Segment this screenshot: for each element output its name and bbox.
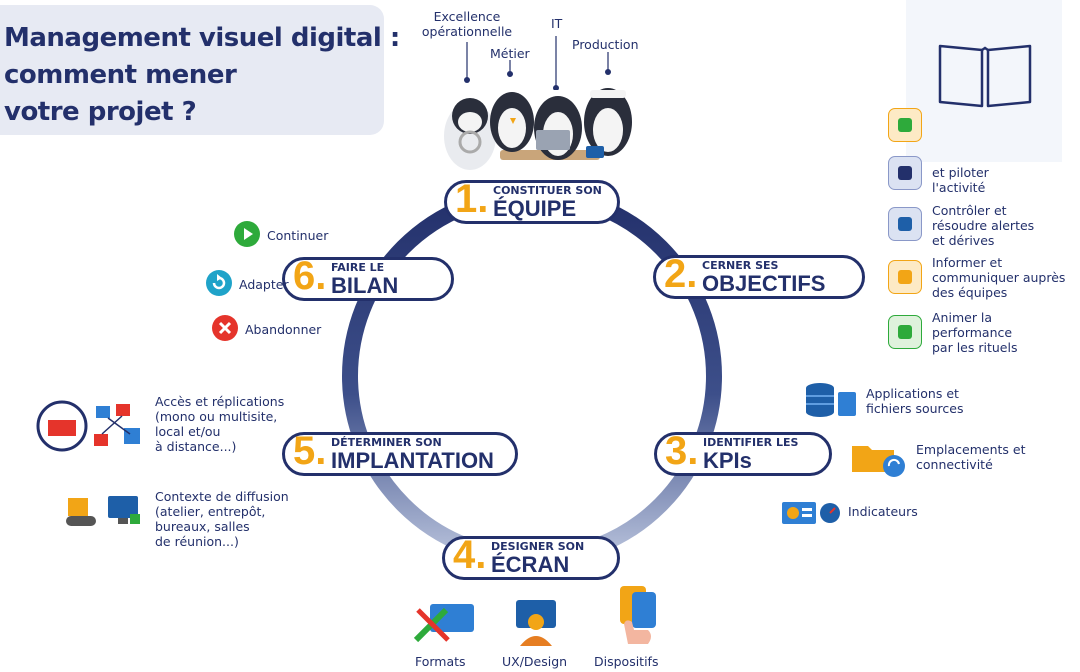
objective-2-line-2: résoudre alertes	[932, 218, 1035, 233]
puzzle-icon	[898, 325, 912, 339]
step-1-big-label: ÉQUIPE	[493, 196, 577, 221]
step-5-determiner-implantation[interactable]: 5. DÉTERMINER SON IMPLANTATION	[282, 429, 518, 476]
bilan-option-continuer: Continuer	[267, 228, 329, 243]
ecran-label-formats: Formats	[415, 654, 466, 669]
kpi-1-line-1: Applications et	[866, 386, 959, 401]
team-label-it: IT	[551, 16, 563, 31]
title-line-3: votre projet ?	[4, 97, 197, 127]
puzzle-icon	[898, 118, 912, 132]
title-line-2: comment mener	[4, 60, 237, 90]
step-4-number: 4.	[453, 533, 487, 577]
implantation-2-line-1: Contexte de diffusion	[155, 489, 289, 504]
ecran-label-ux-design: UX/Design	[502, 654, 568, 669]
step-3-small-label: IDENTIFIER LES	[703, 436, 799, 449]
open-book-icon	[938, 44, 1032, 108]
implantation-2-line-2: (atelier, entrepôt,	[155, 504, 266, 519]
step-3-number: 3.	[665, 429, 699, 473]
team-label-operationnelle: opérationnelle	[421, 24, 513, 39]
team-label-excellence: Excellence	[433, 9, 501, 24]
continue-play-icon	[234, 221, 260, 247]
puzzle-icon	[898, 217, 912, 231]
step-3-identifier-kpis[interactable]: 3. IDENTIFIER LES KPIs	[654, 429, 832, 476]
objective-4-line-1: Animer la	[932, 310, 993, 325]
objective-4-line-2: performance	[932, 325, 1013, 340]
team-label-metier: Métier	[490, 46, 530, 61]
team-pointer-lines	[464, 36, 611, 90]
objective-badge-0	[888, 108, 922, 142]
bilan-option-adapter: Adapter	[239, 277, 289, 292]
implantation-1-line-2: (mono ou multisite,	[155, 409, 278, 424]
objective-badge-3	[888, 260, 922, 294]
abandon-cross-icon	[212, 315, 238, 341]
book-panel	[906, 0, 1062, 162]
objective-4-line-3: par les rituels	[932, 340, 1018, 355]
objective-1-line-1: et piloter	[932, 165, 989, 180]
kpi-2-line-1: Emplacements et	[916, 442, 1026, 457]
formats-pencil-ruler-icon	[413, 604, 474, 643]
conveyor-screen-icon	[66, 496, 140, 526]
step-3-big-label: KPIs	[703, 448, 752, 473]
folder-sync-icon	[852, 446, 905, 477]
implantation-1-line-1: Accès et réplications	[155, 394, 285, 409]
step-2-small-label: CERNER SES	[702, 259, 779, 272]
kpi-2-line-2: connectivité	[916, 457, 993, 472]
implantation-1-line-4: à distance...)	[155, 439, 237, 454]
title-box: Management visuel digital : comment mene…	[0, 5, 400, 135]
objective-badge-4	[888, 315, 922, 349]
step-4-big-label: ÉCRAN	[491, 552, 570, 577]
step-6-big-label: BILAN	[331, 273, 399, 298]
devices-touch-icon	[620, 586, 656, 644]
step-1-small-label: CONSTITUER SON	[493, 184, 602, 197]
step-1-constituer-equipe[interactable]: 1. CONSTITUER SON ÉQUIPE	[444, 177, 620, 224]
bilan-option-abandonner: Abandonner	[245, 322, 322, 337]
step-2-number: 2.	[664, 252, 698, 296]
objective-3-line-1: Informer et	[932, 255, 1003, 270]
puzzle-icon	[898, 166, 912, 180]
step-5-small-label: DÉTERMINER SON	[331, 436, 442, 449]
step-4-small-label: DESIGNER SON	[491, 540, 585, 553]
implantation-1-line-3: local et/ou	[155, 424, 221, 439]
step-1-number: 1.	[455, 177, 489, 221]
cycle-ring-circle	[342, 186, 722, 566]
factory-replication-icon	[36, 400, 140, 452]
team-label-production: Production	[572, 37, 639, 52]
step-5-number: 5.	[293, 429, 327, 473]
kpi-3-line-1: Indicateurs	[848, 504, 918, 519]
objective-3-line-3: des équipes	[932, 285, 1008, 300]
puzzle-icon	[898, 270, 912, 284]
objective-badge-2	[888, 207, 922, 241]
implantation-2-line-4: de réunion...)	[155, 534, 239, 549]
database-files-icon	[806, 383, 856, 417]
indicators-dashboard-icon	[782, 502, 840, 524]
step-4-designer-ecran[interactable]: 4. DESIGNER SON ÉCRAN	[442, 533, 620, 580]
step-2-big-label: OBJECTIFS	[702, 271, 826, 296]
step-5-big-label: IMPLANTATION	[331, 448, 494, 473]
objective-3-line-2: communiquer auprès	[932, 270, 1066, 285]
objective-1-line-2: l'activité	[932, 180, 986, 195]
step-2-cerner-objectifs[interactable]: 2. CERNER SES OBJECTIFS	[653, 252, 865, 299]
step-6-small-label: FAIRE LE	[331, 261, 385, 274]
adapt-refresh-icon	[206, 270, 232, 296]
ux-design-user-icon	[516, 600, 556, 646]
kpi-1-line-2: fichiers sources	[866, 401, 964, 416]
objective-badge-1	[888, 156, 922, 190]
objective-2-line-1: Contrôler et	[932, 203, 1007, 218]
step-6-faire-bilan[interactable]: 6. FAIRE LE BILAN	[282, 254, 454, 301]
objective-2-line-3: et dérives	[932, 233, 995, 248]
implantation-2-line-3: bureaux, salles	[155, 519, 250, 534]
step-6-number: 6.	[293, 254, 327, 298]
team-penguins-illustration	[444, 88, 632, 170]
title-line-1: Management visuel digital :	[4, 23, 400, 53]
ecran-label-dispositifs: Dispositifs	[594, 654, 659, 669]
